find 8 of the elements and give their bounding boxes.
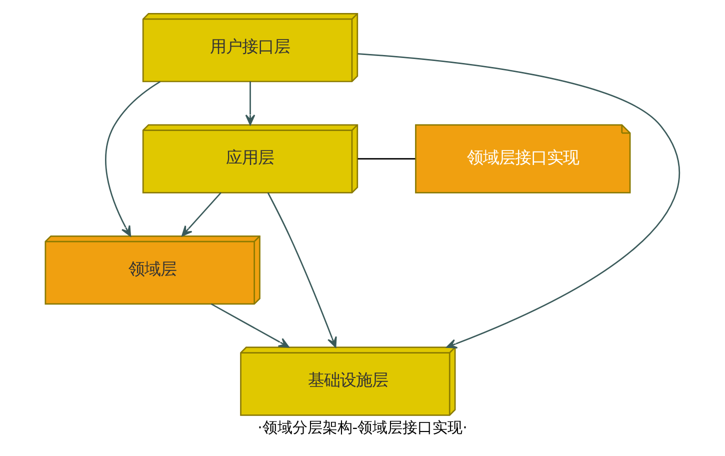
caption: ·领域分层架构-领域层接口实现· bbox=[258, 418, 468, 437]
arrow bbox=[358, 53, 680, 348]
arrow bbox=[182, 192, 222, 236]
arrow bbox=[105, 81, 160, 237]
arrow bbox=[267, 192, 337, 348]
arrow bbox=[210, 303, 290, 348]
connector bbox=[358, 158, 416, 160]
arrow bbox=[245, 82, 256, 126]
